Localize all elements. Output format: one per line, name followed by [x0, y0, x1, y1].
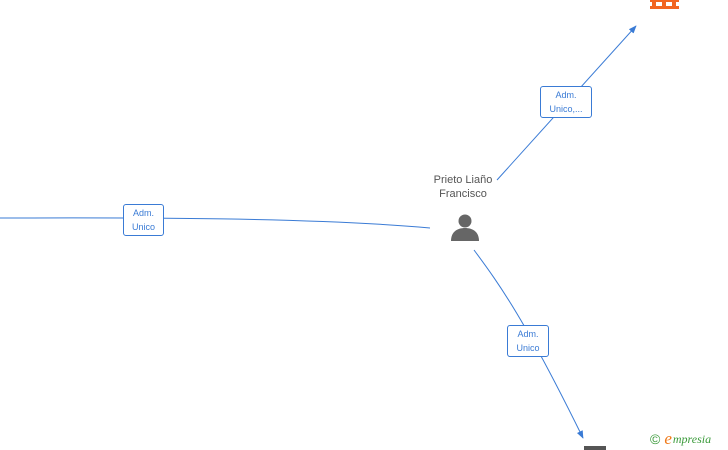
- building-icon[interactable]: [650, 0, 679, 9]
- edge-label-top-right-line2: Unico,...: [549, 104, 583, 114]
- empresia-watermark: © e mpresia: [650, 430, 711, 448]
- edge-label-top-right-line1: Adm.: [555, 90, 577, 100]
- brand-initial: e: [664, 429, 672, 448]
- edge-label-bottom-line2: Unico: [516, 343, 540, 353]
- edge-label-left-line1: Adm.: [132, 208, 154, 218]
- person-icon[interactable]: [450, 212, 480, 242]
- edge-label-left[interactable]: Adm. Unico: [123, 204, 164, 236]
- edge-label-top-right[interactable]: Adm. Unico,...: [540, 86, 592, 118]
- brand-name: mpresia: [672, 432, 712, 446]
- center-node-label[interactable]: Prieto Liaño Francisco: [408, 173, 518, 201]
- center-node-name-line1: Prieto Liaño: [433, 174, 493, 186]
- edge-label-bottom-line1: Adm.: [517, 329, 539, 339]
- center-node-name-line2: Francisco: [439, 188, 487, 200]
- edge-label-bottom[interactable]: Adm. Unico: [507, 325, 549, 357]
- edge-label-left-line2: Unico: [131, 222, 155, 232]
- edge-left: [0, 217, 431, 229]
- edge-bottom: [473, 249, 584, 439]
- node-icon[interactable]: [584, 446, 606, 450]
- copyright-symbol: ©: [650, 431, 661, 447]
